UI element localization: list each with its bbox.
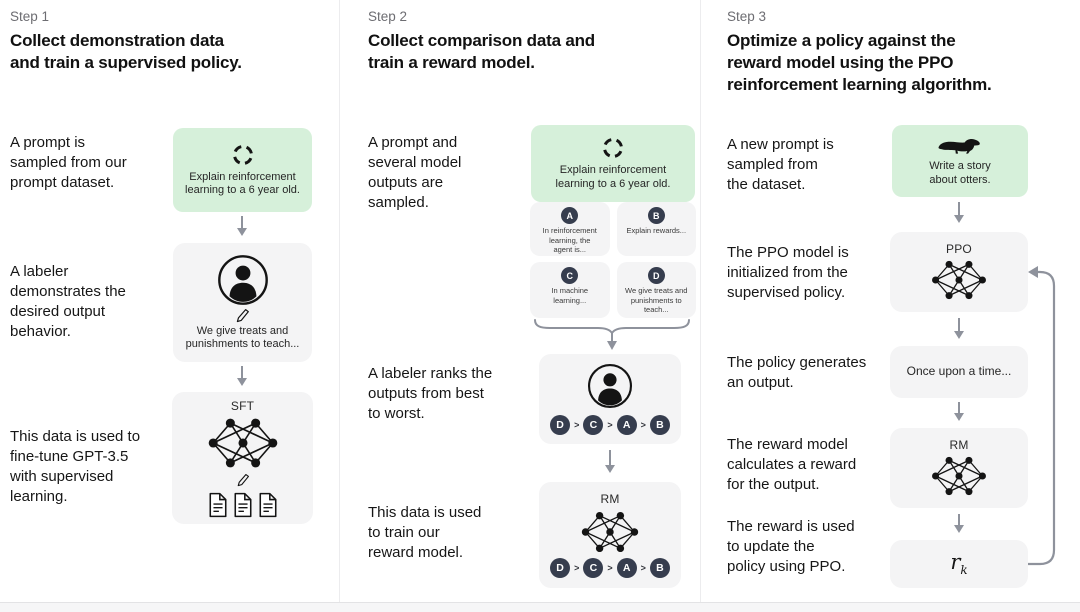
step2-title: Collect comparison data and train a rewa… [368,31,595,72]
rank-badge: D [550,415,571,435]
documents-icon [208,492,278,518]
step3-ppo-box: PPO [890,232,1028,312]
step3-caption-reward: The reward model calculates a reward for… [727,436,857,493]
step2-prompt-text: Explain reinforcement learning to a 6 ye… [555,164,671,190]
output-card-b: B Explain rewards... [616,202,696,256]
step2-caption-train: This data is used to train our reward mo… [368,504,482,561]
cycle-icon [603,138,623,158]
step3-caption-prompt: A new prompt is sampled from the dataset… [727,136,834,193]
pencil-icon [237,473,249,486]
network-icon [932,456,986,496]
rank-separator: > [607,563,613,573]
step3-caption-update: The reward is used to update the policy … [727,518,855,575]
output-badge: B [647,207,665,224]
ranking-row: D > C > A > B [550,415,670,435]
output-card-c: C In machine learning... [530,262,610,318]
rank-badge: C [583,558,604,578]
sft-label: SFT [230,398,255,413]
step1-sft-box: SFT [172,392,313,524]
output-text: Explain rewards... [626,226,687,235]
step1-labeler-text: We give treats and punishments to teach.… [185,324,300,351]
flow-arrow [954,318,964,339]
step1-caption-prompt: A prompt is sampled from our prompt data… [10,134,127,191]
ranking-row: D > C > A > B [550,558,670,578]
ppo-label: PPO [946,242,972,256]
bottom-divider [0,602,1080,612]
flow-arrow [237,216,247,236]
rank-badge: C [583,415,604,435]
rank-separator: > [574,563,580,573]
flow-arrow [954,402,964,421]
step1-labeler-box: We give treats and punishments to teach.… [173,243,312,362]
network-icon [208,418,277,467]
person-icon [587,363,633,409]
column-divider [339,0,340,602]
pencil-icon [236,308,249,322]
step2-labeler-box: D > C > A > B [539,354,681,444]
step1-prompt-box: Explain reinforcement learning to a 6 ye… [173,128,312,212]
rank-badge: D [550,558,571,578]
step3-reward-box: rk [890,540,1028,588]
network-icon [932,260,986,300]
output-text: We give treats and punishments to teach.… [625,286,688,314]
rank-separator: > [640,420,646,430]
person-icon [217,254,268,305]
step1-caption-labeler: A labeler demonstrates the desired outpu… [10,263,126,340]
step2-prompt-box: Explain reinforcement learning to a 6 ye… [531,125,695,202]
output-text: In reinforcement learning, the agent is.… [542,226,597,254]
feedback-loop-arrow [1028,266,1056,566]
otter-icon [938,139,980,154]
column-divider [700,0,701,602]
step3-prompt-box: Write a story about otters. [892,125,1028,197]
reward-value: rk [950,550,967,577]
step2-caption-ranks: A labeler ranks the outputs from best to… [368,365,493,422]
reward-symbol: r [950,550,961,575]
flow-arrow [954,202,964,223]
flow-arrow [605,450,615,473]
rank-badge: A [616,558,637,578]
rank-separator: > [607,420,613,430]
step3-output-box: Once upon a time... [890,346,1028,398]
output-card-a: A In reinforcement learning, the agent i… [530,202,610,256]
output-badge: C [561,267,579,284]
rank-badge: A [616,415,637,435]
flow-arrow [237,366,247,386]
step1-caption-finetune: This data is used to fine-tune GPT-3.5 w… [10,428,141,505]
rm-label: RM [600,492,620,506]
rank-separator: > [574,420,580,430]
rank-badge: B [649,415,670,435]
step3-rm-box: RM [890,428,1028,508]
step1-label: Step 1 [10,9,50,24]
step3-caption-output: The policy generates an output. [727,354,867,391]
reward-subscript: k [960,563,968,578]
network-icon [581,511,639,553]
merge-brace-arrow [534,319,690,350]
rm-label: RM [949,438,969,452]
step2-caption-sampled: A prompt and several model outputs are s… [368,134,462,211]
rank-separator: > [640,563,646,573]
step3-prompt-text: Write a story about otters. [929,160,991,186]
output-badge: D [647,267,665,284]
flow-arrow [954,514,964,533]
model-outputs-grid: A In reinforcement learning, the agent i… [530,202,696,318]
output-text: In machine learning... [551,286,589,305]
output-card-d: D We give treats and punishments to teac… [616,262,696,318]
step3-caption-init: The PPO model is initialized from the su… [727,244,849,301]
step1-prompt-text: Explain reinforcement learning to a 6 ye… [185,170,300,197]
step2-rm-box: RM D > C > A > B [539,482,681,588]
step3-output-text: Once upon a time... [906,364,1012,379]
rank-badge: B [649,558,670,578]
step1-title: Collect demonstration data and train a s… [10,31,242,72]
step3-title: Optimize a policy against the reward mod… [727,31,992,94]
step2-label: Step 2 [368,9,408,24]
output-badge: A [561,207,579,224]
cycle-icon [232,144,253,165]
step3-label: Step 3 [727,9,767,24]
